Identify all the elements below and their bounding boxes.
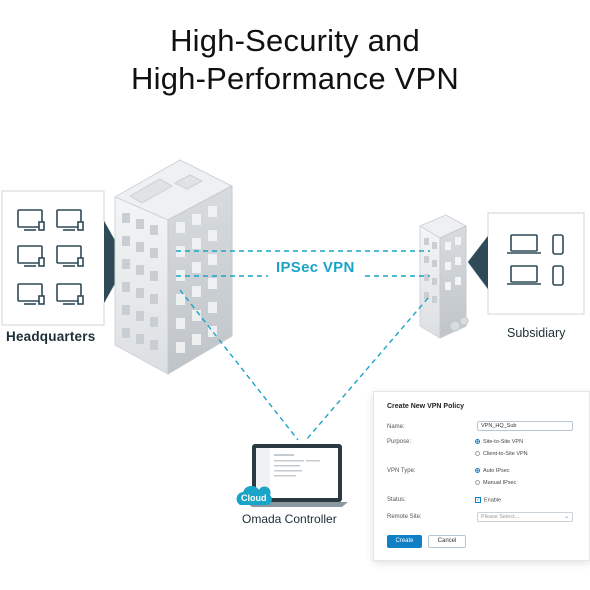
monitor-icon [17,245,45,267]
vpn-type-option-label: Auto IPsec [483,468,510,474]
subsidiary-panel [467,212,585,315]
purpose-option-label: Site-to-Site VPN [483,439,524,445]
chevron-down-icon: ⌄ [563,514,569,520]
checkbox-checked-icon: ✓ [475,497,481,503]
status-enable-label: Enable [484,497,502,504]
radio-icon [475,451,480,457]
purpose-option-client-to-site[interactable]: Client-to-Site VPN [475,451,528,457]
vpn-type-option-label: Manual IPsec [483,480,517,486]
create-vpn-policy-form: Create New VPN Policy Name: VPN_HQ_Sub P… [373,391,590,561]
cloud-label: Cloud [241,493,267,503]
cancel-button[interactable]: Cancel [428,535,466,548]
vpn-type-option-auto[interactable]: Auto IPsec [475,468,510,474]
monitor-icon [17,283,45,305]
laptop-icon [507,265,541,285]
radio-selected-icon [475,468,480,474]
vpn-type-label: VPN Type: [387,468,416,474]
monitor-icon [56,283,84,305]
radio-icon [475,480,480,486]
purpose-label: Purpose: [387,439,412,445]
headquarters-label: Headquarters [6,329,96,344]
hq-computer-icons [17,209,84,305]
headquarters-panel [1,190,128,326]
subsidiary-building [418,214,469,339]
status-label: Status: [387,497,406,503]
headline: High-Security and High-Performance VPN [0,22,590,98]
status-enable-checkbox[interactable]: ✓Enable [475,497,501,503]
purpose-option-site-to-site[interactable]: Site-to-Site VPN [475,439,523,445]
cloud-icon [236,485,272,505]
laptop-icon [507,234,541,254]
remote-site-label: Remote Site: [387,514,422,520]
headquarters-building [113,159,234,375]
monitor-icon [56,245,84,267]
vpn-type-option-manual[interactable]: Manual IPsec [475,480,516,486]
laptop-controller [246,444,348,507]
phone-icon [552,234,564,255]
phone-icon [552,265,564,286]
remote-site-select[interactable]: Please Select... ⌄ [477,512,573,522]
monitor-icon [17,209,45,231]
headline-line-1: High-Security and [170,23,420,58]
name-input[interactable]: VPN_HQ_Sub [477,421,573,431]
headline-line-2: High-Performance VPN [131,61,459,96]
subsidiary-label: Subsidiary [507,326,566,340]
radio-selected-icon [475,439,480,445]
name-label: Name: [387,424,405,430]
ipsec-vpn-label: IPSec VPN [268,257,363,278]
form-title: Create New VPN Policy [387,403,465,410]
subsidiary-device-icons [507,234,564,286]
omada-controller-label: Omada Controller [242,512,337,526]
remote-site-placeholder: Please Select... [481,514,520,520]
monitor-icon [56,209,84,231]
purpose-option-label: Client-to-Site VPN [483,451,528,457]
create-button[interactable]: Create [387,535,422,548]
